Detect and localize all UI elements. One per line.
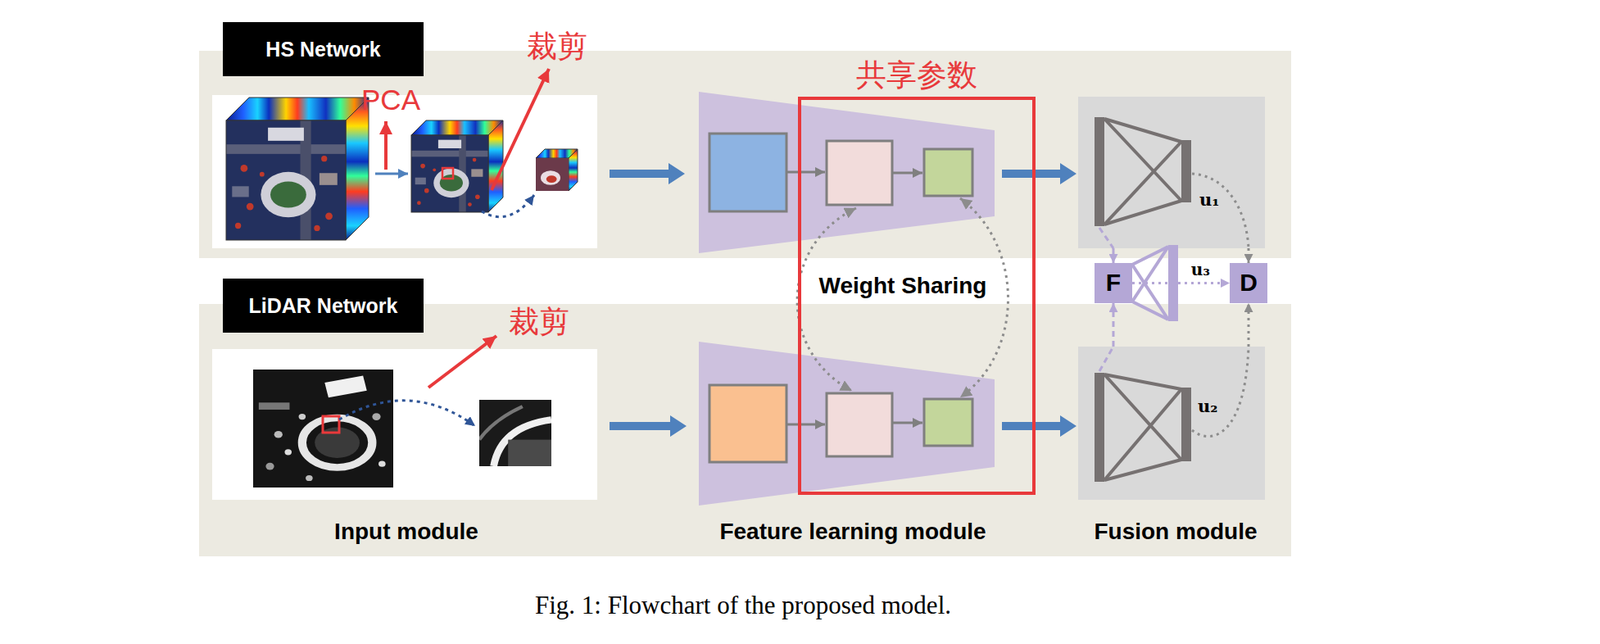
operation-label: 裁剪	[526, 29, 588, 65]
block-arrow	[892, 421, 923, 425]
lidar-image-part	[322, 416, 340, 433]
conv-block	[826, 140, 893, 205]
node-subtext: Weight Sharing	[815, 272, 991, 300]
red-arrow	[384, 121, 388, 170]
shared-parameters-frame: 共享参数Weight Sharing	[797, 96, 1036, 495]
connector	[1112, 248, 1116, 263]
node-text: F	[1105, 268, 1121, 298]
conv-block	[709, 385, 787, 463]
module-label: Feature learning module	[719, 518, 986, 545]
flow-arrow	[1001, 163, 1077, 185]
flow-arrow	[609, 163, 685, 185]
fusion-panel	[1078, 346, 1265, 500]
connector	[1247, 303, 1251, 347]
operation-label: PCA	[361, 83, 421, 117]
fc-bowtie-part	[1094, 117, 1105, 227]
node-text: 共享参数	[801, 58, 1033, 94]
red-arrow	[491, 68, 549, 191]
pca-cube-part	[488, 120, 504, 213]
feature-trapezoid	[698, 341, 995, 506]
fc-bowtie	[1094, 117, 1192, 227]
block-arrow	[787, 423, 825, 427]
fc-bowtie-part	[1104, 141, 1182, 225]
fc-bowtie-part	[1104, 389, 1182, 481]
node-text: LiDAR Network	[249, 294, 399, 318]
hs-cube-part	[226, 97, 369, 121]
output-line	[1192, 346, 1249, 437]
fc-bowtie-part	[1181, 140, 1192, 203]
block-arrow	[787, 171, 825, 174]
fusion-panel: u₁	[1078, 96, 1265, 249]
feature-line	[1099, 227, 1114, 249]
pca-cube-part	[411, 135, 489, 213]
conv-block	[924, 149, 973, 196]
fusion-bowtie-part	[1132, 246, 1169, 302]
conv-block	[826, 393, 893, 457]
node-text: u₂	[1197, 396, 1218, 417]
lidar-band	[199, 303, 1292, 557]
connector	[1132, 281, 1230, 285]
pca-cube-part	[411, 120, 504, 136]
hs-cube	[226, 97, 369, 241]
crop-arrow	[339, 400, 476, 427]
patch-cube-part	[568, 149, 578, 191]
red-arrow	[428, 335, 497, 388]
conv-block	[709, 133, 787, 212]
fusion-panel: u₂	[1078, 346, 1265, 500]
fc-bowtie	[1094, 372, 1192, 482]
input-panel	[212, 95, 598, 249]
network-title-box: LiDAR Network	[222, 278, 424, 333]
sharing-arrow	[797, 208, 857, 391]
conv-block	[924, 398, 973, 446]
hs-cube-part	[226, 120, 346, 241]
crop-arrow	[481, 194, 535, 218]
input-panel	[212, 349, 598, 500]
patch-cube	[535, 149, 578, 191]
block-arrow	[892, 172, 923, 175]
module-label: Fusion module	[1093, 518, 1257, 545]
hs-cube-part	[226, 120, 346, 241]
network-title-box: HS Network	[222, 22, 424, 77]
patch-cube-part	[535, 158, 569, 191]
pca-cube	[411, 120, 504, 213]
node-text: D	[1239, 268, 1258, 298]
connector	[1112, 303, 1116, 347]
feature-trapezoid	[698, 91, 995, 254]
fusion-panel	[1078, 96, 1265, 249]
fc-bowtie-part	[1104, 118, 1182, 201]
flow-arrow	[609, 415, 687, 437]
hs-band	[199, 50, 1292, 259]
figure-caption: Fig. 1: Flowchart of the proposed model.	[534, 590, 952, 621]
node-text: HS Network	[265, 37, 381, 62]
node-text: u₁	[1199, 190, 1220, 210]
fc-bowtie-part	[1104, 459, 1182, 481]
module-label: Input module	[334, 518, 479, 545]
pca-cube-part	[442, 167, 454, 179]
flow-arrow	[1001, 415, 1077, 437]
operation-label: 裁剪	[508, 304, 570, 340]
lidar-patch	[479, 399, 552, 467]
fc-bowtie-part	[1094, 372, 1105, 482]
lidar-image	[253, 369, 394, 488]
feature-line	[1099, 346, 1114, 372]
decision-box: D	[1229, 262, 1268, 304]
fc-bowtie-part	[1104, 374, 1182, 460]
fusion-box: F	[1094, 262, 1133, 304]
connector	[1247, 248, 1251, 263]
hs-cube-part	[345, 97, 369, 241]
pca-cube-part	[411, 135, 489, 213]
pca-arrow	[375, 172, 408, 176]
lidar-image-part	[253, 369, 394, 488]
output-line	[1192, 173, 1249, 249]
fc-bowtie-part	[1181, 387, 1192, 462]
edge-label: u₃	[1191, 259, 1211, 279]
